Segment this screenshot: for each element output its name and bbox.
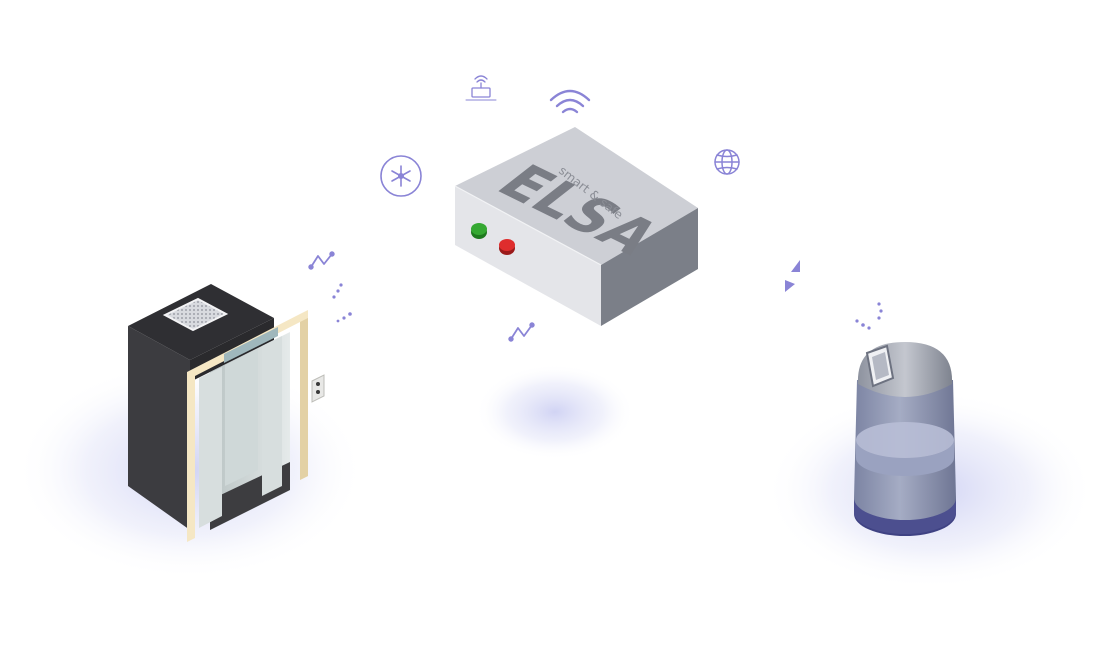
robot-base [854,496,956,534]
connectivity-icons [308,75,740,342]
status-led-green [471,223,487,239]
network-hub-icon [380,155,422,197]
elevator-left-face [128,326,190,530]
signal-zigzag-icon [308,251,335,270]
elevator-call-button-panel[interactable] [311,374,325,403]
signal-dots-icon [332,283,352,323]
elevator-frame-side [300,318,308,480]
elsa-controller-box: ELSA smart & safe [454,127,698,326]
router-icon [465,75,497,101]
elevator-cabin-back [225,349,258,486]
elevator [128,284,325,542]
wifi-icon [549,89,591,114]
elevator-door-right [262,336,282,496]
globe-icon [714,149,740,175]
box-front-face [455,186,601,326]
signal-dots-icon [855,302,883,330]
box-glow [475,364,635,460]
elevator-ceiling-grille [162,297,229,332]
service-robot [854,342,956,536]
elevator-door-left [199,367,222,528]
transfer-arrows-icon [785,260,800,292]
signal-zigzag-icon [508,322,535,342]
box-side-face [601,208,698,326]
status-led-red [499,239,515,255]
box-top-face [455,127,698,265]
elevator-display-panel [224,327,278,363]
